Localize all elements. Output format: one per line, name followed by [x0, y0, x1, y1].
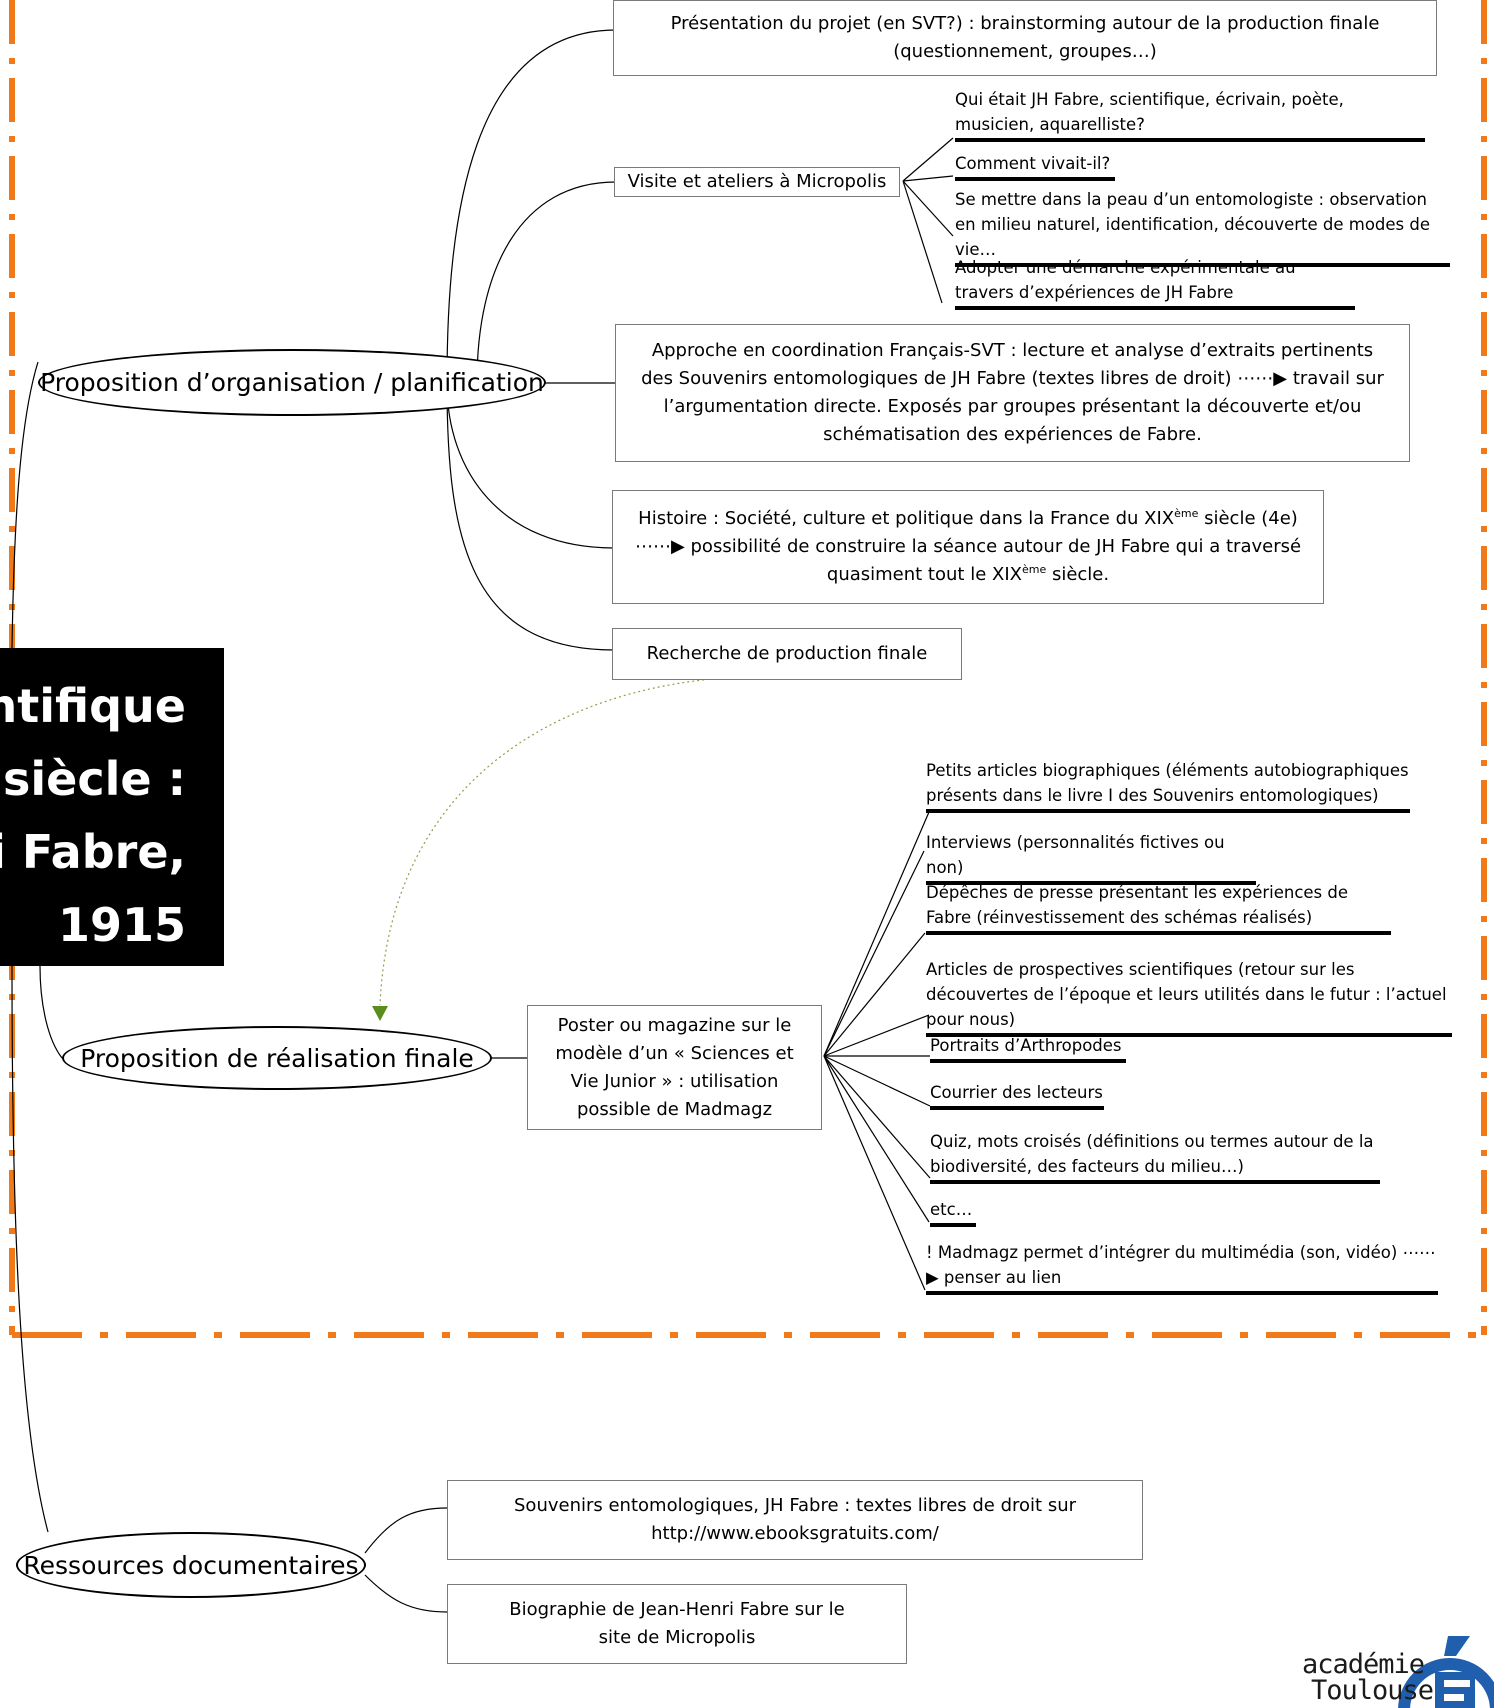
visite-item-4[interactable]: Adopter une démarche expérimentale au tr…	[955, 255, 1355, 310]
node-approche-text: Approche en coordination Français-SVT : …	[641, 340, 1384, 445]
title-line-4: 1915	[57, 898, 186, 952]
dotted-arrow	[379, 677, 725, 1006]
logo-emblem-icon	[1398, 1636, 1494, 1708]
node-souvenirs[interactable]: Souvenirs entomologiques, JH Fabre : tex…	[447, 1480, 1143, 1560]
node-approche[interactable]: Approche en coordination Français-SVT : …	[615, 324, 1410, 462]
node-biographie[interactable]: Biographie de Jean-Henri Fabre sur le si…	[447, 1584, 907, 1664]
realisation-item-5[interactable]: Portraits d’Arthropodes	[930, 1033, 1126, 1063]
academie-logo: académie Toulouse	[1298, 1632, 1494, 1708]
node-recherche[interactable]: Recherche de production finale	[612, 628, 962, 680]
node-visite-text: Visite et ateliers à Micropolis	[627, 171, 887, 192]
logo-word-academie: académie	[1302, 1649, 1425, 1680]
histoire-part-c: siècle.	[1046, 564, 1110, 585]
logo-word-toulouse: Toulouse	[1311, 1675, 1434, 1706]
branch-organisation-label: Proposition d’organisation / planificati…	[40, 368, 544, 397]
histoire-sup-1: ème	[1174, 507, 1199, 520]
histoire-part-a: Histoire : Société, culture et politique…	[638, 508, 1175, 529]
histoire-sup-2: ème	[1021, 563, 1047, 576]
node-poster-text: Poster ou magazine sur le modèle d’un « …	[555, 1014, 794, 1120]
central-title-block: ntifique ᵉ siècle : ri Fabre, 1915	[0, 648, 224, 966]
title-line-3: ri Fabre,	[0, 825, 186, 879]
realisation-item-3[interactable]: Dépêches de presse présentant les expéri…	[926, 880, 1391, 935]
branch-ressources-label: Ressources documentaires	[23, 1550, 359, 1580]
histoire-part-b: siècle (4e) ⋯⋯▶ possibilité de construir…	[634, 508, 1302, 585]
realisation-item-1[interactable]: Petits articles biographiques (éléments …	[926, 758, 1410, 813]
node-biographie-text: Biographie de Jean-Henri Fabre sur le si…	[509, 1599, 845, 1648]
visite-item-2[interactable]: Comment vivait-il?	[955, 151, 1115, 181]
node-presentation-text: Présentation du projet (en SVT?) : brain…	[670, 13, 1380, 62]
realisation-item-9[interactable]: ! Madmagz permet d’intégrer du multimédi…	[926, 1240, 1438, 1295]
visite-item-1[interactable]: Qui était JH Fabre, scientifique, écriva…	[955, 87, 1425, 142]
realisation-item-7[interactable]: Quiz, mots croisés (définitions ou terme…	[930, 1129, 1380, 1184]
node-souvenirs-text: Souvenirs entomologiques, JH Fabre : tex…	[514, 1495, 1076, 1544]
branch-ressources[interactable]: Ressources documentaires	[16, 1532, 366, 1598]
realisation-item-2[interactable]: Interviews (personnalités fictives ou no…	[926, 830, 1256, 885]
title-line-2: ᵉ siècle :	[0, 752, 186, 806]
realisation-item-6[interactable]: Courrier des lecteurs	[930, 1080, 1104, 1110]
branch-realisation[interactable]: Proposition de réalisation finale	[62, 1026, 492, 1090]
node-histoire[interactable]: Histoire : Société, culture et politique…	[612, 490, 1324, 604]
arrow-head-icon	[372, 1006, 388, 1021]
central-title: ntifique ᵉ siècle : ri Fabre, 1915	[0, 670, 186, 962]
node-recherche-text: Recherche de production finale	[646, 643, 928, 664]
title-line-1: ntifique	[0, 679, 186, 733]
node-poster[interactable]: Poster ou magazine sur le modèle d’un « …	[527, 1005, 822, 1130]
visite-item-3[interactable]: Se mettre dans la peau d’un entomologist…	[955, 187, 1450, 267]
branch-organisation[interactable]: Proposition d’organisation / planificati…	[38, 349, 546, 416]
realisation-item-4[interactable]: Articles de prospectives scientifiques (…	[926, 957, 1452, 1037]
branch-realisation-label: Proposition de réalisation finale	[80, 1043, 474, 1073]
node-presentation[interactable]: Présentation du projet (en SVT?) : brain…	[613, 0, 1437, 76]
realisation-item-8[interactable]: etc…	[930, 1197, 976, 1227]
node-visite[interactable]: Visite et ateliers à Micropolis	[614, 167, 900, 197]
node-histoire-text: Histoire : Société, culture et politique…	[625, 505, 1311, 589]
